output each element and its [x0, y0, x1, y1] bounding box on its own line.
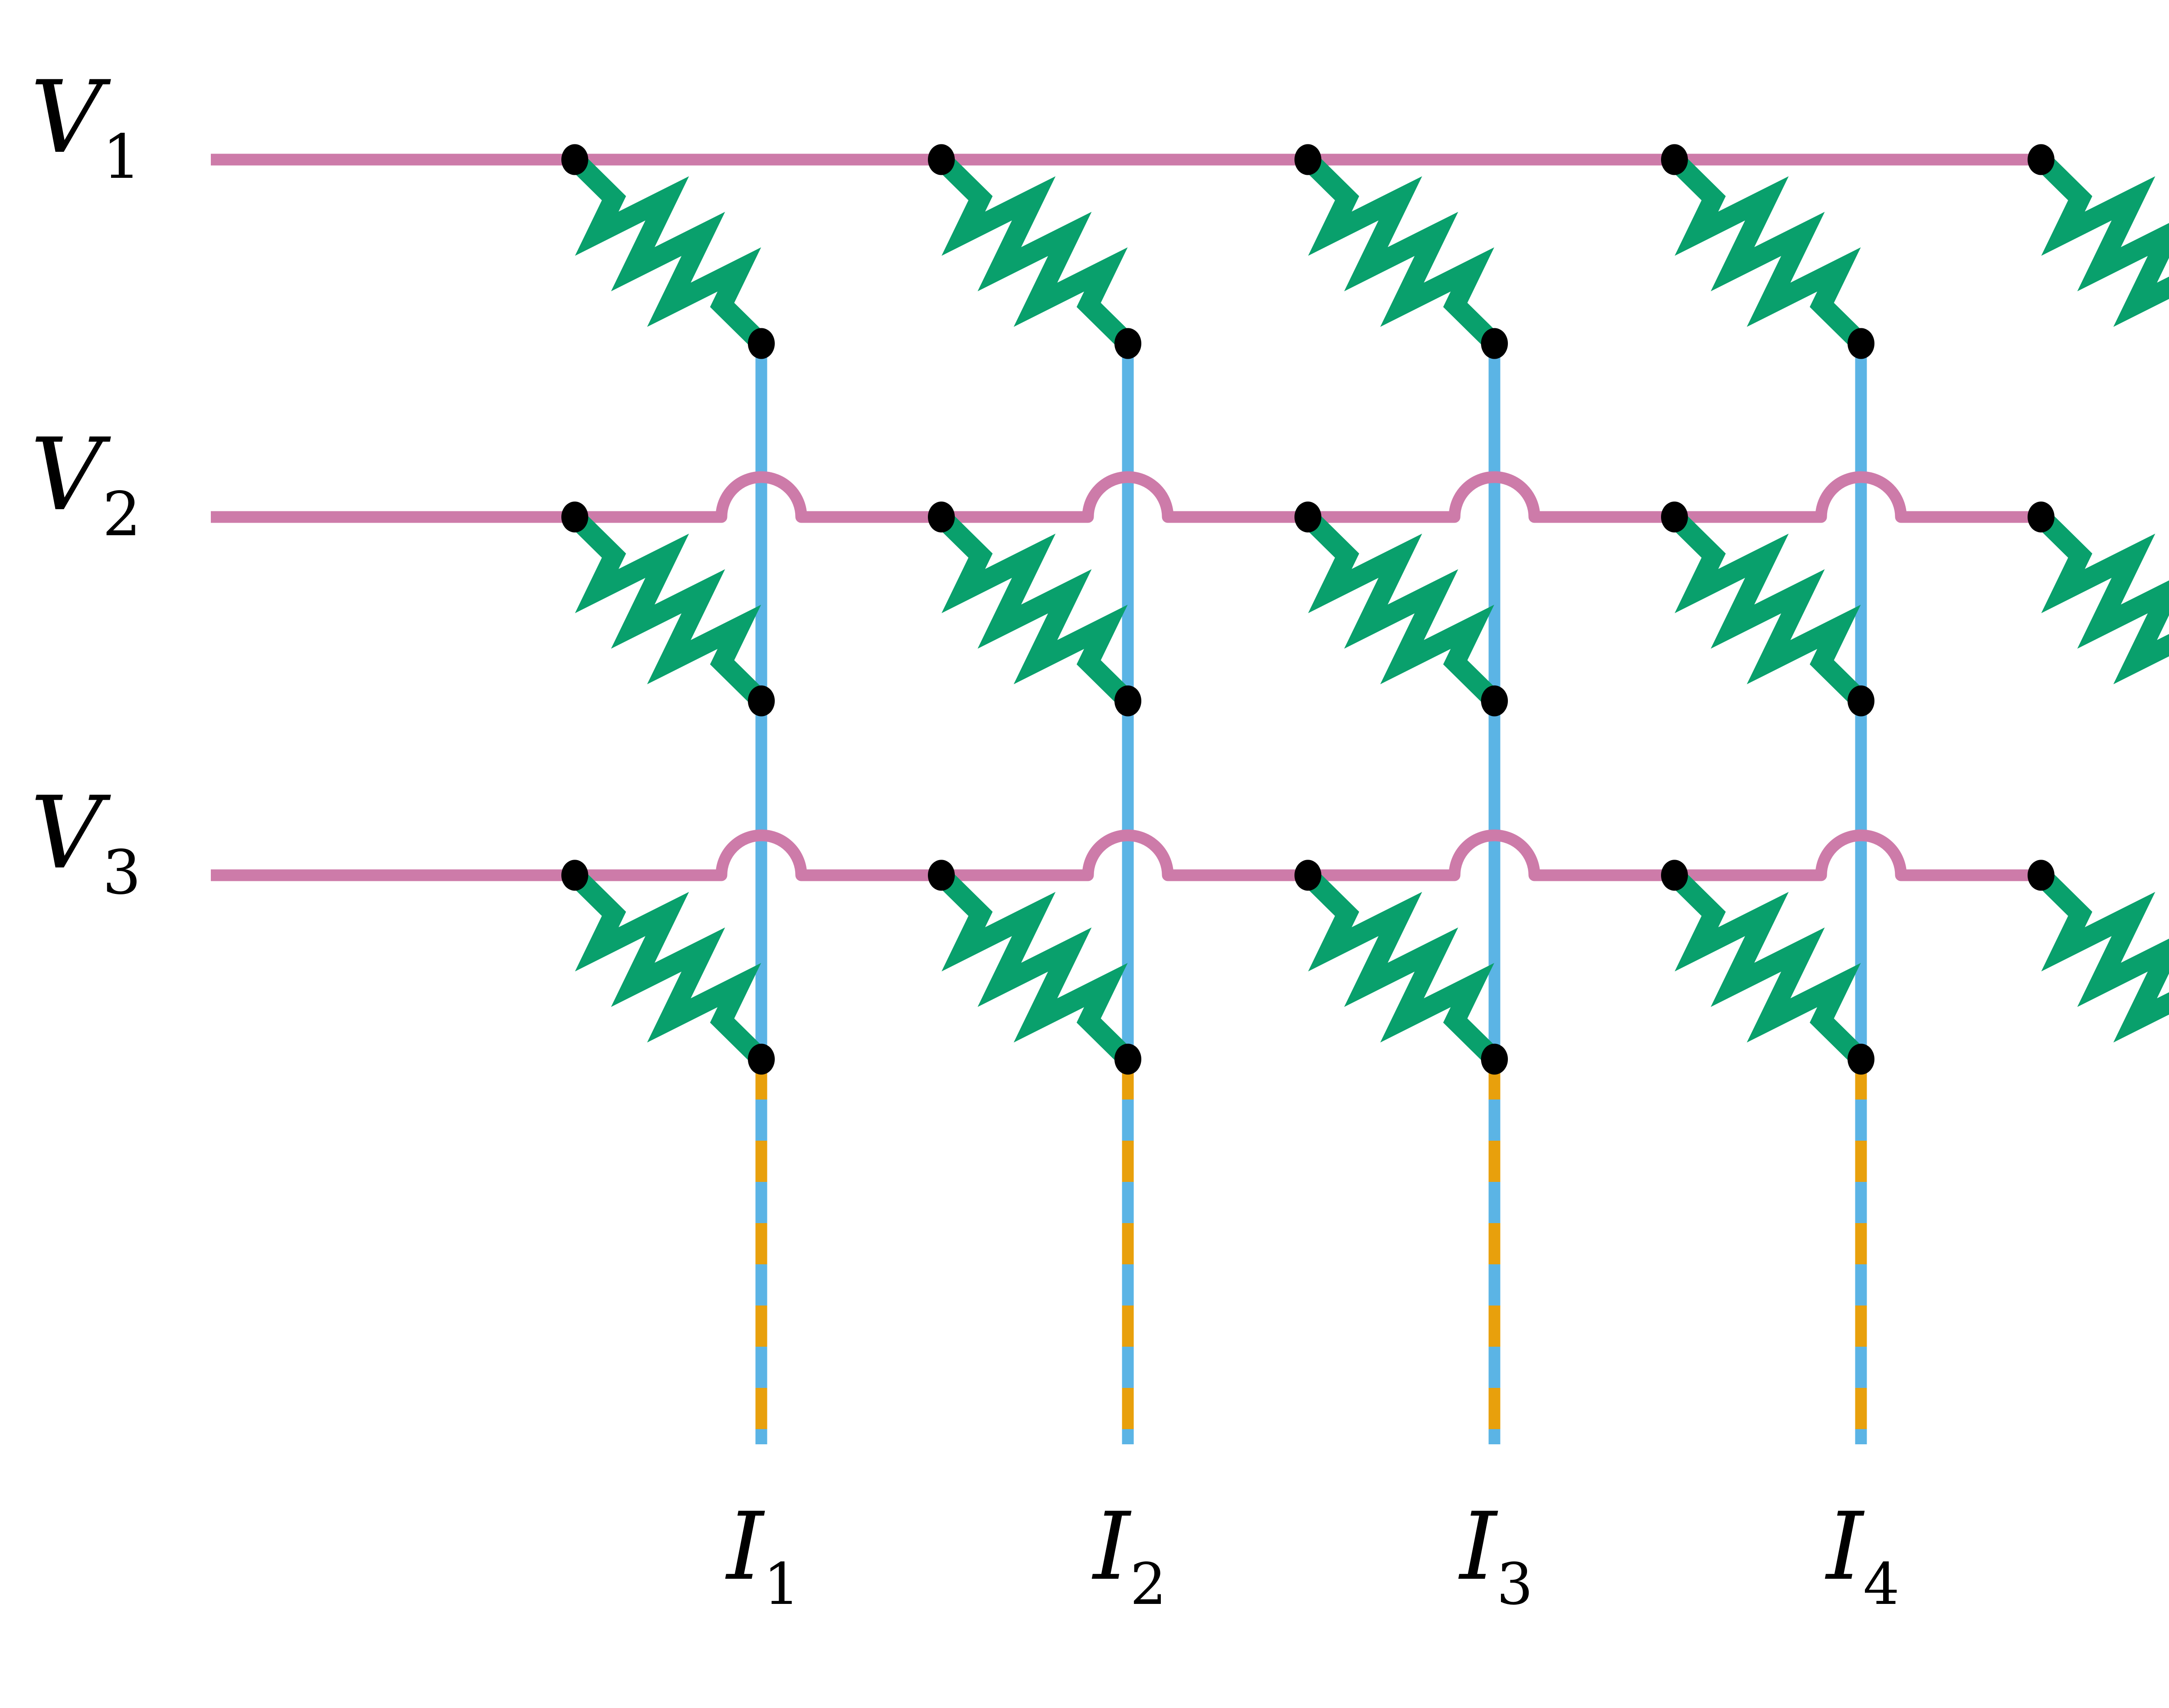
- device-resistor: [934, 868, 1135, 1067]
- voltage-label-subscript: 2: [102, 479, 141, 550]
- bit-line-group: [755, 337, 1867, 1444]
- voltage-label-symbol: V: [30, 60, 111, 176]
- current-label-subscript: 1: [763, 1551, 800, 1618]
- voltage-label-subscript: 3: [102, 838, 141, 908]
- voltage-label-symbol: V: [30, 417, 111, 533]
- current-label-subscript: 2: [1130, 1551, 1166, 1618]
- node-bit-line: [748, 685, 775, 717]
- node-word-line: [1661, 860, 1688, 891]
- current-label: I2: [1091, 1492, 1166, 1618]
- voltage-label: V2: [30, 417, 141, 550]
- node-word-line: [1661, 501, 1688, 533]
- current-label: I1: [725, 1492, 800, 1618]
- node-word-line: [928, 860, 955, 891]
- node-bit-line: [1848, 1044, 1874, 1075]
- node-word-line: [1294, 860, 1321, 891]
- device-resistor: [2034, 152, 2169, 327]
- node-bit-line: [1114, 1044, 1141, 1075]
- current-label: I4: [1825, 1492, 1900, 1618]
- current-label: I3: [1458, 1492, 1533, 1618]
- device-resistor: [1301, 510, 1502, 708]
- current-label-symbol: I: [1091, 1492, 1132, 1601]
- node-word-line: [928, 501, 955, 533]
- current-label-subscript: 4: [1863, 1551, 1900, 1618]
- node-bit-line: [1114, 328, 1141, 359]
- voltage-label: V1: [30, 60, 141, 193]
- device-resistor: [2034, 510, 2169, 684]
- node-word-line: [1294, 501, 1321, 533]
- node-bit-line: [1481, 328, 1508, 359]
- device-resistor: [567, 868, 769, 1067]
- current-label-symbol: I: [1458, 1492, 1498, 1601]
- node-word-line: [2028, 501, 2054, 533]
- device-resistor: [567, 152, 769, 351]
- device-resistor: [2034, 868, 2169, 1043]
- node-bit-line: [1481, 685, 1508, 717]
- current-label-symbol: I: [725, 1492, 765, 1601]
- device-resistor: [1301, 868, 1502, 1067]
- node-word-line: [561, 501, 588, 533]
- output-current-group: [755, 1058, 1867, 1444]
- voltage-label: V3: [30, 775, 141, 908]
- node-bit-line: [1114, 685, 1141, 717]
- device-group: [567, 152, 2169, 1067]
- node-word-line: [561, 144, 588, 175]
- voltage-label-subscript: 1: [102, 122, 141, 193]
- device-resistor: [1667, 510, 1868, 708]
- device-resistor: [567, 510, 769, 708]
- node-word-line: [2028, 860, 2054, 891]
- device-resistor: [1301, 152, 1502, 351]
- node-group: [561, 144, 2054, 1075]
- current-label-group: I1I2I3I4I5: [725, 1492, 1900, 1618]
- node-bit-line: [748, 1044, 775, 1075]
- node-word-line: [1294, 144, 1321, 175]
- node-bit-line: [1848, 685, 1874, 717]
- node-word-line: [1661, 144, 1688, 175]
- node-bit-line: [748, 328, 775, 359]
- node-bit-line: [1848, 328, 1874, 359]
- node-word-line: [2028, 144, 2054, 175]
- node-word-line: [928, 144, 955, 175]
- device-resistor: [1667, 868, 1868, 1067]
- current-label-subscript: 3: [1497, 1551, 1533, 1618]
- current-label-symbol: I: [1825, 1492, 1865, 1601]
- voltage-label-symbol: V: [30, 775, 111, 891]
- device-resistor: [934, 510, 1135, 708]
- device-resistor: [1667, 152, 1868, 351]
- device-resistor: [934, 152, 1135, 351]
- node-bit-line: [1481, 1044, 1508, 1075]
- node-word-line: [561, 860, 588, 891]
